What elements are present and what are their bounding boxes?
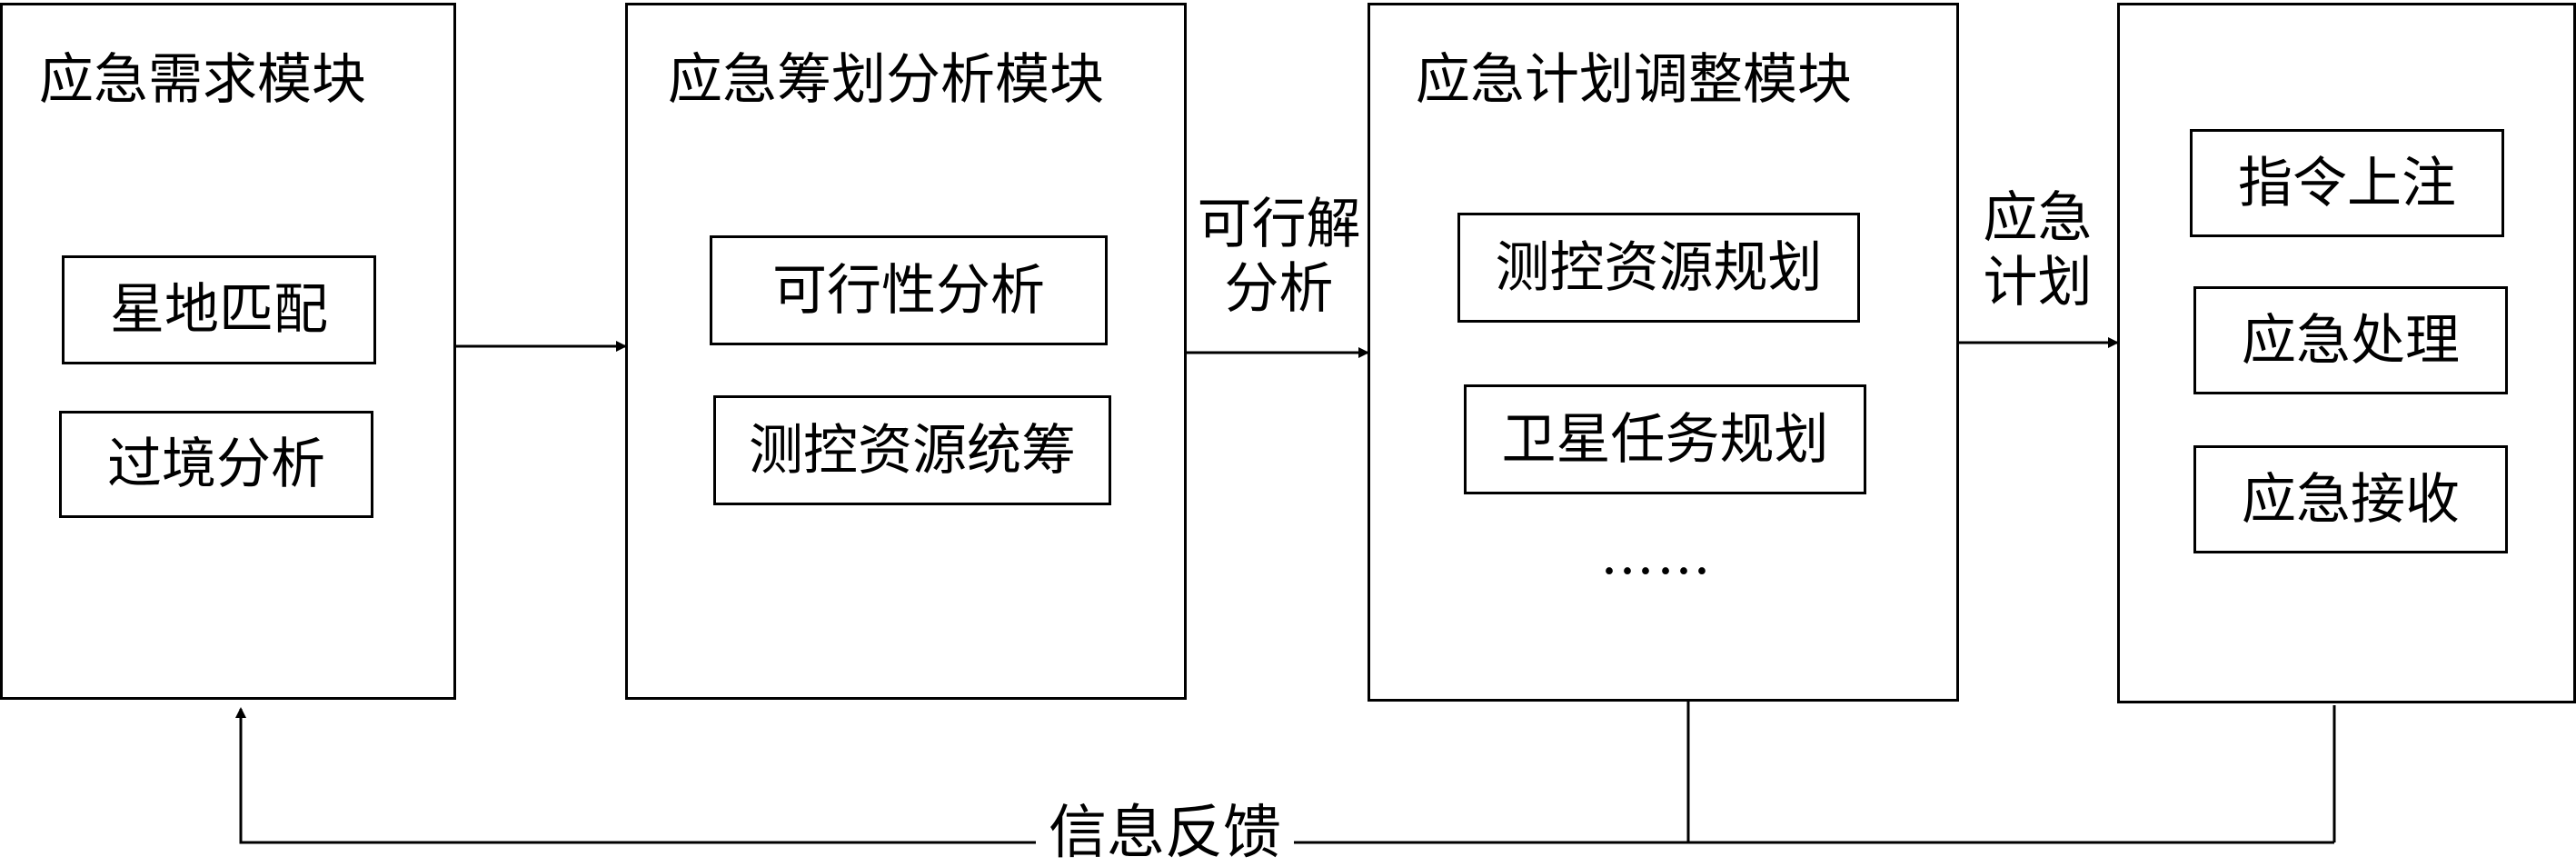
- module-adjust-title: 应急计划调整模块: [1416, 48, 1852, 112]
- item-tt-resource-planning: 测控资源规划: [1457, 213, 1860, 323]
- module-planning: 应急筹划分析模块 可行性分析 测控资源统筹: [625, 3, 1187, 700]
- edge-label-feedback: 信息反馈: [1036, 804, 1294, 862]
- item-transit-analysis: 过境分析: [59, 411, 373, 518]
- edge-label-emergency-plan: 应急 计划: [1963, 186, 2113, 315]
- item-emergency-handling: 应急处理: [2193, 286, 2508, 394]
- module-demand: 应急需求模块 星地匹配 过境分析: [0, 3, 456, 700]
- edge-label-feasible-solution-line1: 可行解: [1197, 193, 1361, 256]
- module-execute: 指令上注 应急处理 应急接收: [2117, 3, 2576, 703]
- edge-label-feasible-solution-line2: 分析: [1224, 256, 1334, 321]
- item-feasibility-analysis: 可行性分析: [710, 235, 1108, 345]
- feedback-line: [235, 701, 1690, 844]
- ellipsis-more-items: ……: [1600, 523, 1713, 587]
- item-satellite-task-planning: 卫星任务规划: [1464, 384, 1866, 494]
- edge-label-emergency-plan-line1: 应急: [1983, 186, 2093, 250]
- module-demand-title: 应急需求模块: [39, 48, 366, 112]
- item-star-ground-match: 星地匹配: [62, 255, 376, 364]
- module-adjust: 应急计划调整模块 测控资源规划 卫星任务规划 ……: [1368, 3, 1959, 702]
- edge-label-emergency-plan-line2: 计划: [1983, 250, 2093, 314]
- item-command-upload: 指令上注: [2190, 129, 2504, 237]
- item-emergency-reception: 应急接收: [2193, 445, 2508, 553]
- edge-label-feasible-solution: 可行解 分析: [1190, 193, 1368, 322]
- item-tt-resource-coordination: 测控资源统筹: [713, 395, 1111, 505]
- module-planning-title: 应急筹划分析模块: [668, 48, 1104, 112]
